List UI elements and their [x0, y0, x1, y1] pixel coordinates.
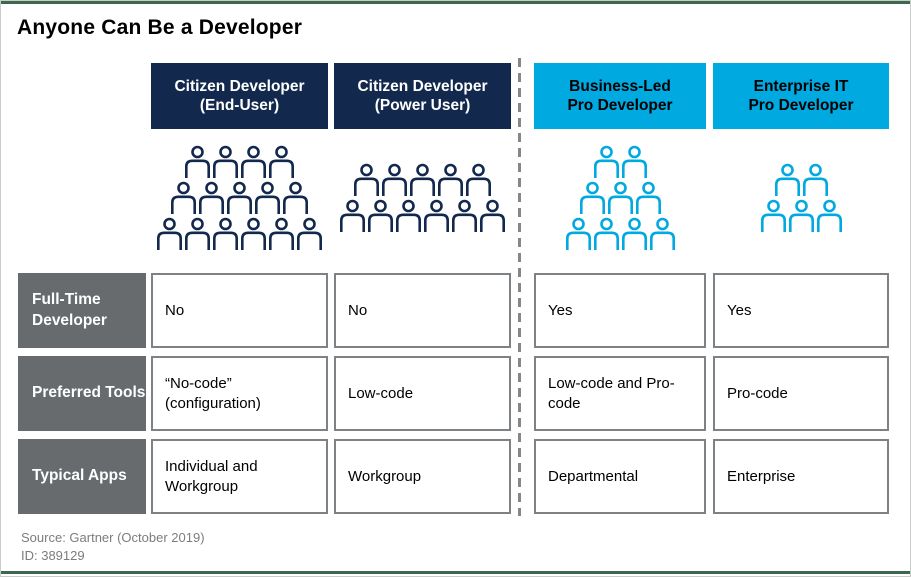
people-group-business-led-pro	[534, 141, 706, 257]
people-group-citizen-power-user	[334, 141, 511, 257]
column-header-line1: Business-Led	[569, 77, 671, 95]
person-icon	[213, 145, 238, 178]
person-icon	[297, 217, 322, 250]
person-icon	[579, 181, 605, 214]
column-header-line1: Citizen Developer	[174, 77, 305, 95]
column-header-line2: Pro Developer	[567, 97, 673, 114]
person-icon	[593, 145, 619, 178]
person-icon	[241, 217, 266, 250]
person-icon	[283, 181, 308, 214]
people-row	[565, 217, 676, 253]
person-icon	[635, 181, 661, 214]
row-label-preferred-tools: Preferred Tools	[18, 356, 146, 431]
person-icon	[565, 217, 591, 250]
person-icon	[410, 163, 435, 196]
person-icon	[760, 199, 786, 232]
people-row	[774, 163, 829, 199]
person-icon	[788, 199, 814, 232]
bottom-accent-bar	[1, 571, 910, 574]
table-cell: “No-code” (configuration)	[151, 356, 328, 431]
person-icon	[157, 217, 182, 250]
table-cell: Low-code	[334, 356, 511, 431]
person-icon	[649, 217, 675, 250]
column-header-line1: Enterprise IT	[753, 77, 849, 95]
people-row	[339, 199, 506, 235]
table-cell: Departmental	[534, 439, 706, 514]
people-group-citizen-end-user	[151, 141, 328, 257]
column-header-line1: Citizen Developer	[357, 77, 488, 95]
column-header-line2: Pro Developer	[748, 97, 854, 114]
page-title: Anyone Can Be a Developer	[17, 16, 303, 39]
column-header-line2: (Power User)	[374, 97, 471, 114]
people-row	[156, 217, 323, 253]
person-icon	[340, 199, 365, 232]
column-header-citizen-end-user: Citizen Developer (End-User)	[151, 63, 328, 129]
person-icon	[452, 199, 477, 232]
person-icon	[621, 217, 647, 250]
person-icon	[185, 217, 210, 250]
people-group-enterprise-it-pro	[713, 141, 889, 257]
person-icon	[241, 145, 266, 178]
people-row	[593, 145, 648, 181]
person-icon	[171, 181, 196, 214]
column-header-enterprise-it-pro: Enterprise IT Pro Developer	[713, 63, 889, 129]
table-cell: Low-code and Pro-code	[534, 356, 706, 431]
top-accent-bar	[1, 1, 910, 4]
row-label-typical-apps: Typical Apps	[18, 439, 146, 514]
person-icon	[368, 199, 393, 232]
person-icon	[466, 163, 491, 196]
column-header-citizen-power-user: Citizen Developer (Power User)	[334, 63, 511, 129]
person-icon	[269, 217, 294, 250]
table-cell: Pro-code	[713, 356, 889, 431]
people-row	[353, 163, 492, 199]
person-icon	[382, 163, 407, 196]
source-note: Source: Gartner (October 2019)	[21, 530, 205, 545]
table-cell: Yes	[713, 273, 889, 348]
person-icon	[354, 163, 379, 196]
column-header-line2: (End-User)	[199, 97, 280, 114]
table-cell: No	[334, 273, 511, 348]
person-icon	[774, 163, 800, 196]
person-icon	[199, 181, 224, 214]
person-icon	[269, 145, 294, 178]
document-id: ID: 389129	[21, 548, 85, 564]
person-icon	[621, 145, 647, 178]
people-row	[184, 145, 295, 181]
person-icon	[255, 181, 280, 214]
person-icon	[424, 199, 449, 232]
people-row	[170, 181, 309, 217]
person-icon	[816, 199, 842, 232]
person-icon	[185, 145, 210, 178]
person-icon	[480, 199, 505, 232]
table-cell: No	[151, 273, 328, 348]
table-cell: Workgroup	[334, 439, 511, 514]
person-icon	[396, 199, 421, 232]
table-cell: Yes	[534, 273, 706, 348]
footer: Source: Gartner (October 2019) ID: 38912…	[21, 529, 205, 565]
person-icon	[593, 217, 619, 250]
person-icon	[802, 163, 828, 196]
person-icon	[607, 181, 633, 214]
person-icon	[227, 181, 252, 214]
person-icon	[438, 163, 463, 196]
column-header-business-led-pro: Business-Led Pro Developer	[534, 63, 706, 129]
people-row	[579, 181, 662, 217]
row-label-full-time-developer: Full-Time Developer	[18, 273, 146, 348]
table-cell: Individual and Workgroup	[151, 439, 328, 514]
people-row	[760, 199, 843, 235]
person-icon	[213, 217, 238, 250]
table-cell: Enterprise	[713, 439, 889, 514]
citizen-pro-divider	[518, 58, 521, 516]
